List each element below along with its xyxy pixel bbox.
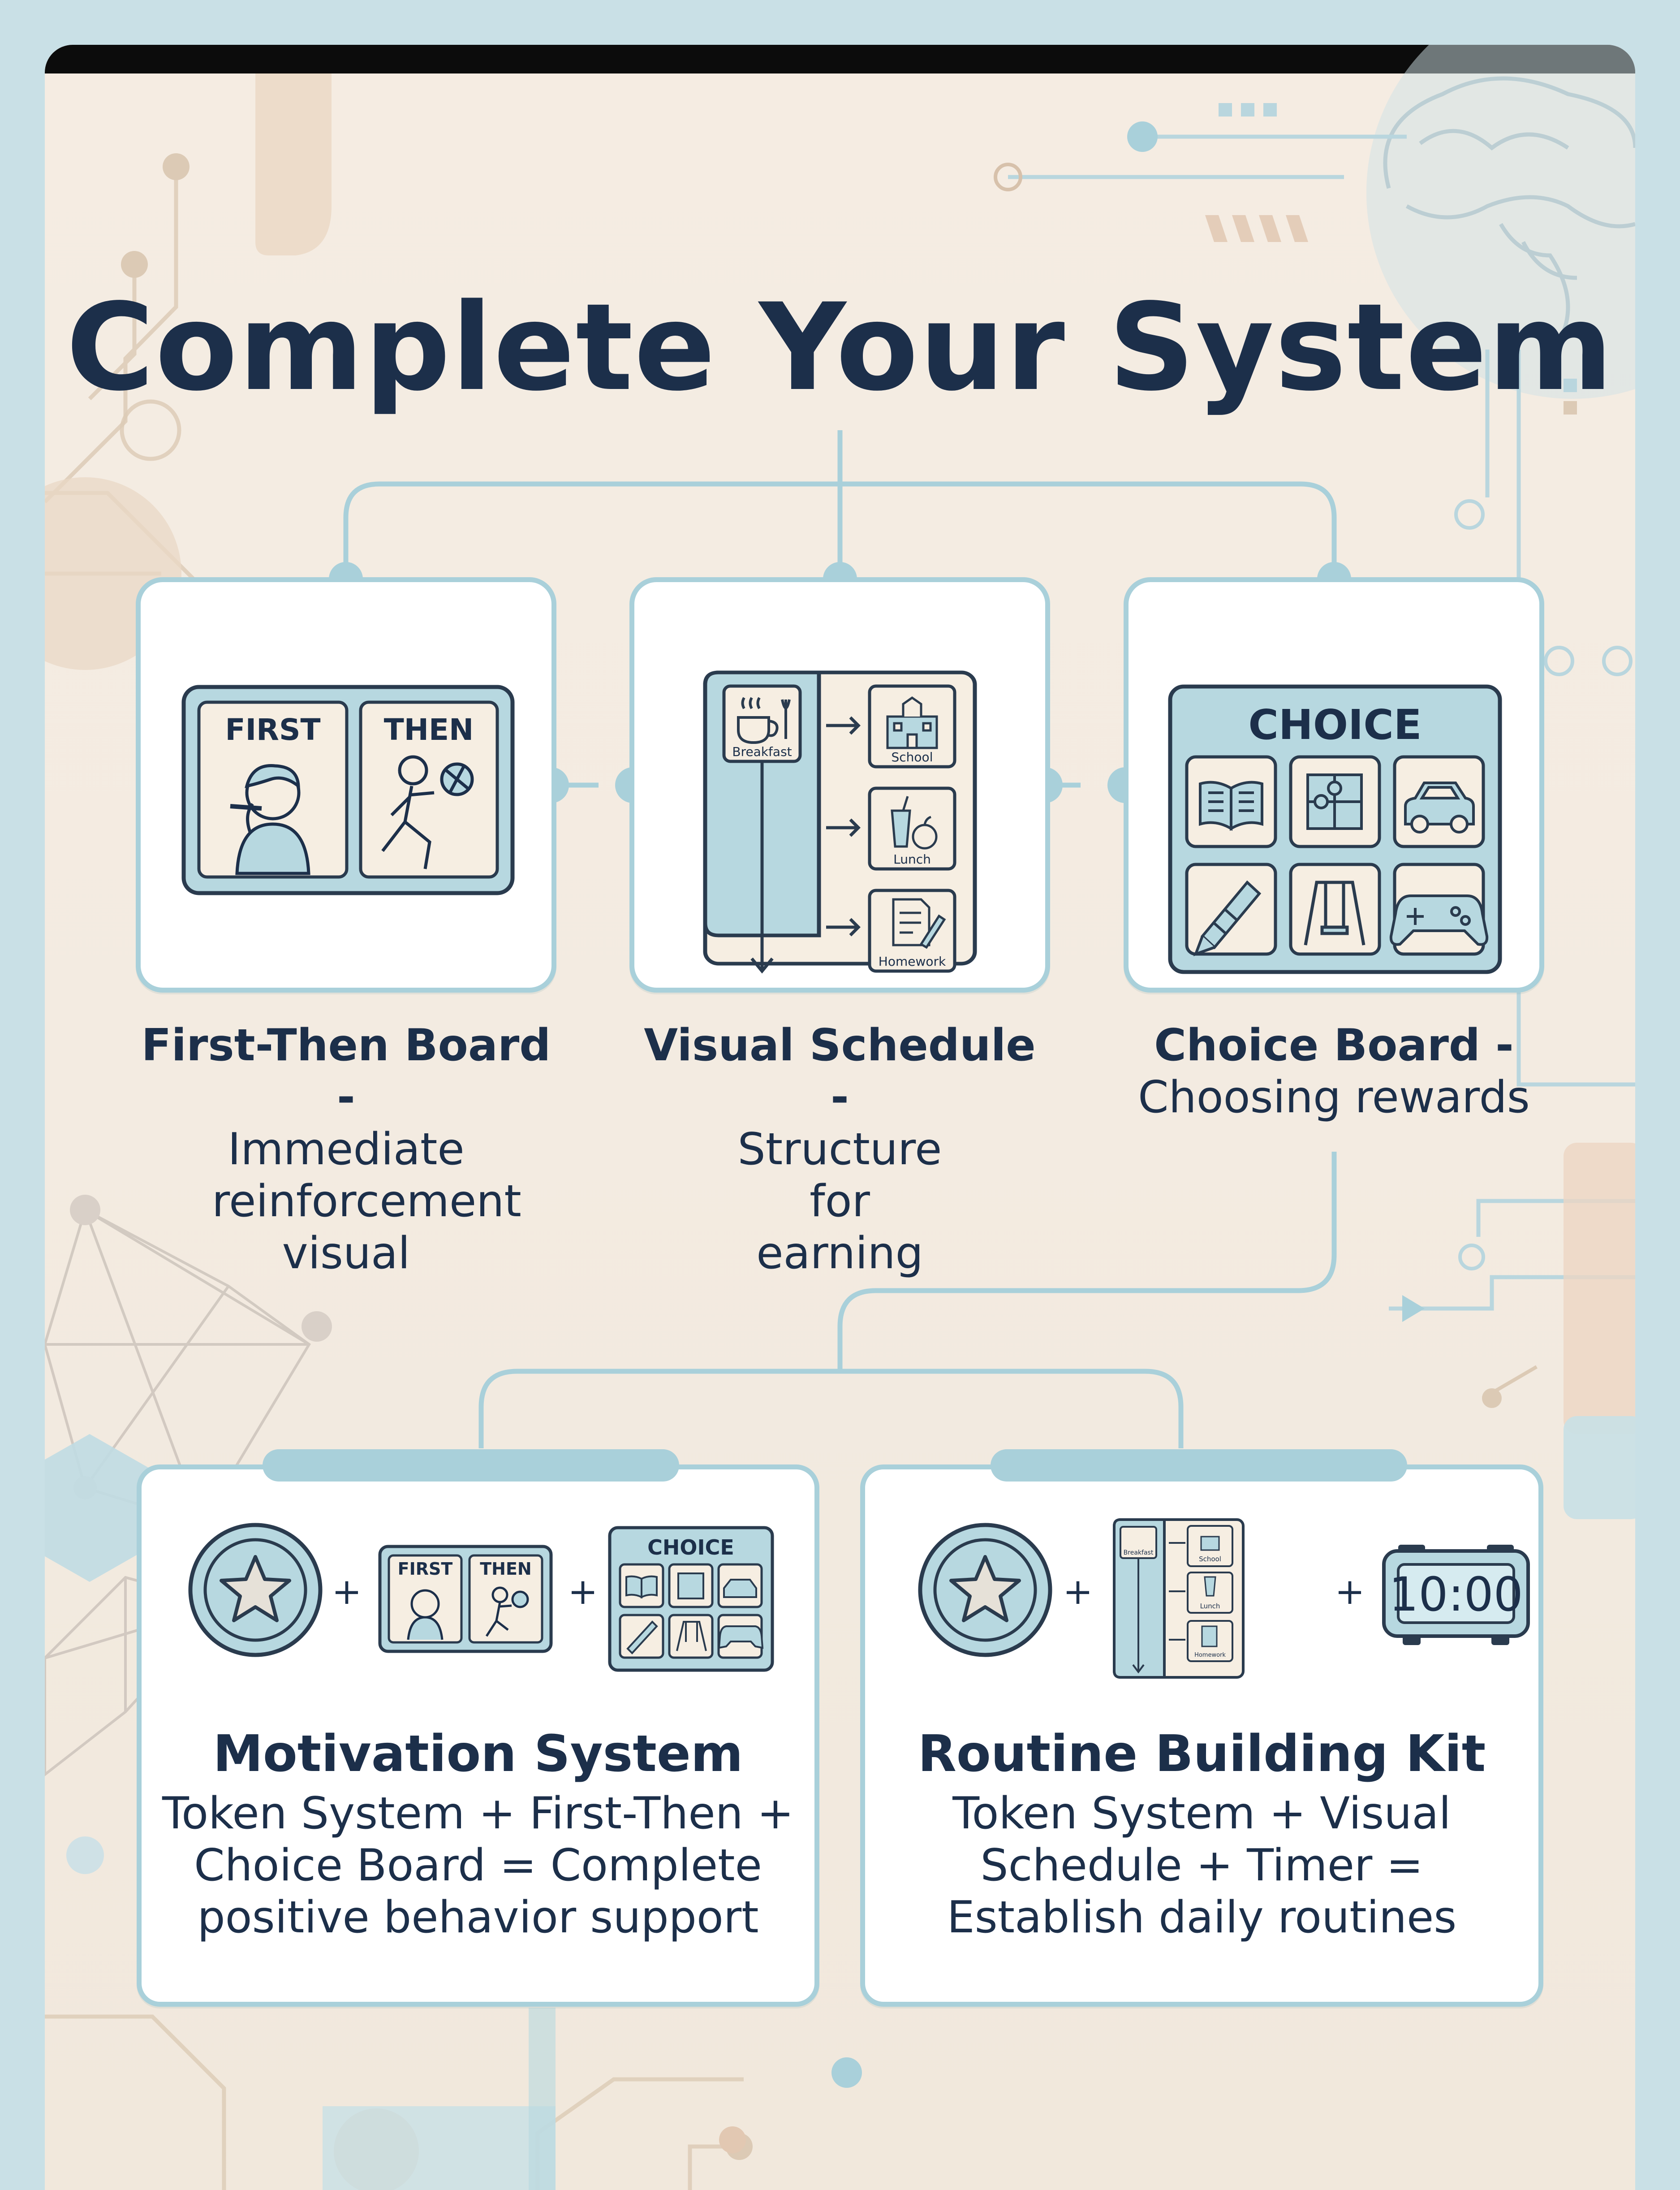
- infographic-frame: Complete Your System FIRST THEN: [45, 45, 1635, 2190]
- schedule-start-label: Breakfast: [732, 744, 792, 759]
- puzzle-icon: [1306, 773, 1363, 830]
- lunch-icon: [891, 796, 938, 850]
- description-line: Choice Board = Complete: [194, 1840, 762, 1891]
- school-building-icon: [886, 696, 938, 749]
- choice-board-caption: Choice Board - Choosing rewards: [1124, 1019, 1544, 1123]
- coffee-cup-icon: [737, 697, 791, 744]
- mini-first-then-icon: FIRST THEN: [378, 1545, 553, 1653]
- description-line: Token System + Visual: [952, 1788, 1451, 1839]
- routine-building-card: + Breakfast School Lunch Homework +: [860, 1449, 1543, 2007]
- visual-schedule-caption: Visual Schedule - Structure for earning: [629, 1019, 1050, 1279]
- child-playing-ball-icon: [381, 755, 474, 869]
- plus-sign: +: [332, 1571, 362, 1612]
- mini-first-label: FIRST: [398, 1559, 453, 1579]
- first-then-board-icon: FIRST THEN: [181, 685, 515, 895]
- book-icon: [1199, 781, 1263, 831]
- background-decoration: [45, 45, 1635, 2190]
- motivation-system-title: Motivation System: [213, 1725, 743, 1783]
- choice-header: CHOICE: [1248, 701, 1422, 749]
- schedule-step-homework: Homework: [879, 954, 946, 969]
- visual-schedule-title: Visual Schedule -: [644, 1020, 1036, 1123]
- routine-building-description: Token System + Visual Schedule + Timer =…: [865, 1788, 1538, 1944]
- motivation-system-description: Token System + First-Then + Choice Board…: [142, 1788, 814, 1944]
- mini-schedule-start: Breakfast: [1124, 1549, 1154, 1556]
- top-bar: [45, 45, 1635, 73]
- homework-icon: [892, 898, 946, 949]
- card-tab: [991, 1449, 1407, 1482]
- digital-clock-icon: 10:00: [1382, 1545, 1530, 1645]
- plus-sign: +: [1063, 1571, 1093, 1612]
- card-tab: [263, 1449, 679, 1482]
- choice-board-card: CHOICE: [1124, 577, 1544, 993]
- gamepad-icon: [1389, 894, 1489, 946]
- mini-schedule-step: School: [1199, 1555, 1221, 1563]
- schedule-step-lunch: Lunch: [893, 852, 931, 867]
- routine-building-title: Routine Building Kit: [918, 1725, 1486, 1783]
- then-label: THEN: [384, 713, 474, 747]
- token-star-icon: [918, 1523, 1052, 1657]
- description-line: positive behavior support: [197, 1892, 759, 1943]
- first-then-title: First-Then Board -: [141, 1020, 551, 1123]
- mini-choice-board-icon: CHOICE: [608, 1526, 774, 1672]
- visual-schedule-description: Structure for earning: [737, 1124, 942, 1279]
- child-brushing-teeth-icon: [230, 764, 310, 875]
- swing-icon: [1304, 881, 1366, 946]
- first-label: FIRST: [225, 713, 320, 747]
- description-line: Establish daily routines: [947, 1892, 1457, 1943]
- first-then-caption: First-Then Board - Immediate reinforceme…: [136, 1019, 556, 1279]
- mini-visual-schedule-icon: Breakfast School Lunch Homework: [1113, 1518, 1245, 1679]
- motivation-system-card: + FIRST THEN + CHOICE: [137, 1449, 819, 2007]
- mini-then-label: THEN: [480, 1559, 531, 1579]
- mini-schedule-step: Lunch: [1200, 1602, 1220, 1610]
- description-line: Schedule + Timer =: [980, 1840, 1423, 1891]
- clock-time: 10:00: [1389, 1567, 1523, 1622]
- schedule-step-school: School: [892, 750, 933, 765]
- crayon-icon: [1193, 880, 1262, 956]
- motivation-equation: + FIRST THEN + CHOICE: [188, 1523, 774, 1672]
- plus-sign: +: [568, 1571, 598, 1612]
- visual-schedule-card: Breakfast School: [629, 577, 1050, 993]
- mini-choice-label: CHOICE: [647, 1535, 734, 1559]
- choice-board-icon: CHOICE: [1168, 684, 1502, 974]
- car-icon: [1404, 782, 1475, 834]
- routine-equation: + Breakfast School Lunch Homework +: [918, 1518, 1530, 1679]
- choice-board-description: Choosing rewards: [1138, 1072, 1530, 1123]
- choice-board-title: Choice Board -: [1154, 1020, 1514, 1071]
- first-then-card: FIRST THEN: [136, 577, 556, 993]
- description-line: Token System + First-Then +: [162, 1788, 794, 1839]
- first-then-description: Immediate reinforcement visual: [212, 1124, 521, 1279]
- plus-sign: +: [1335, 1571, 1365, 1612]
- token-star-icon: [188, 1523, 323, 1657]
- mini-schedule-step: Homework: [1194, 1652, 1226, 1659]
- visual-schedule-icon: Breakfast School: [703, 670, 977, 974]
- page-title: Complete Your System: [66, 278, 1614, 418]
